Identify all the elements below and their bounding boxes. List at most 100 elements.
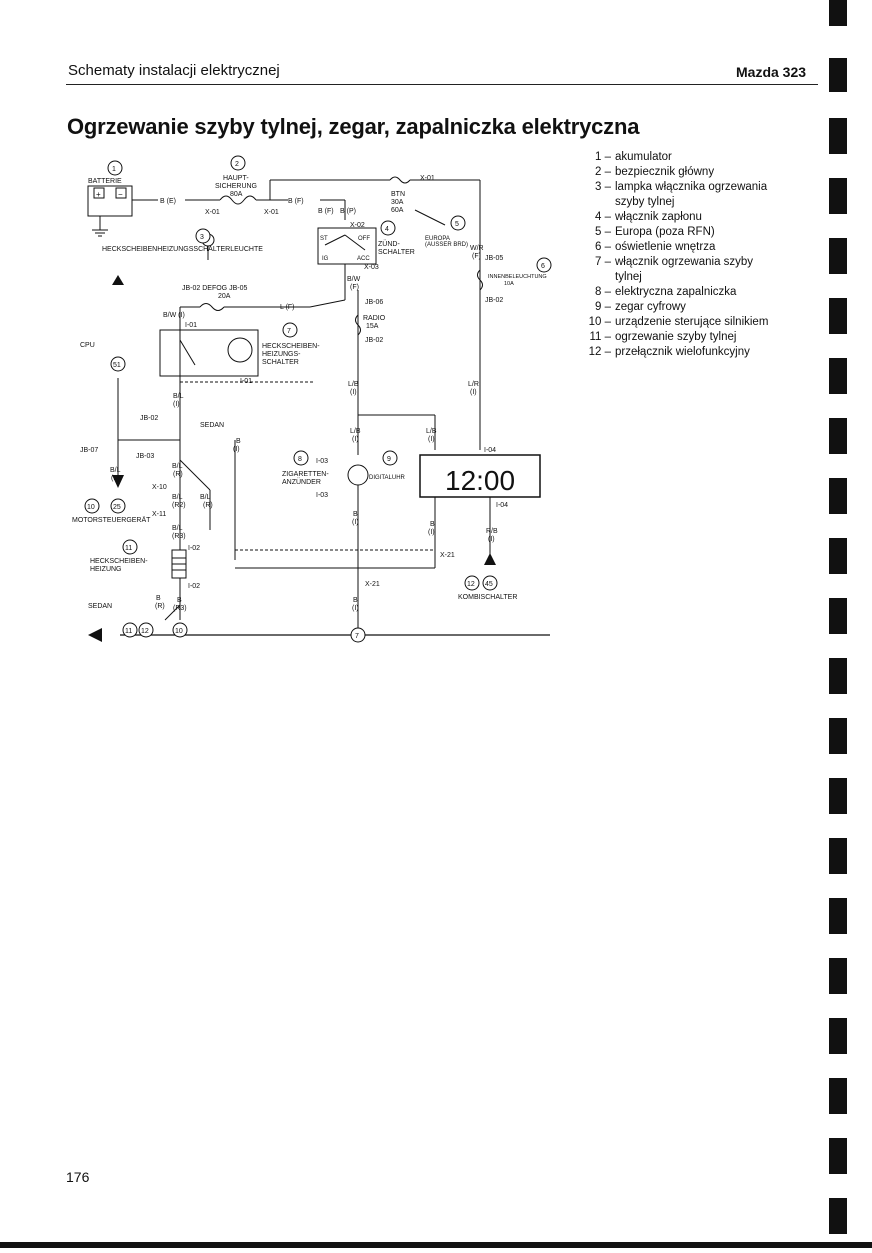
edge-mark <box>829 538 847 574</box>
legend-item: 4 –włącznik zapłonu <box>595 211 702 223</box>
page-title: Ogrzewanie szyby tylnej, zegar, zapalnic… <box>67 114 640 139</box>
label-rb: R/B <box>486 528 498 535</box>
label-bl1-i: (I) <box>173 401 180 408</box>
ignition-switch-box <box>317 227 377 265</box>
legend-item: 5 –Europa (poza RFN) <box>595 226 715 238</box>
legend-item: 2 –bezpiecznik główny <box>595 166 715 178</box>
label-jb06: JB-06 <box>365 299 383 306</box>
label-lb2: L/B <box>350 428 361 435</box>
circle-num-2: 2 <box>235 161 239 168</box>
rear-defog-switch-box <box>159 329 259 377</box>
edge-mark <box>829 1198 847 1234</box>
label-b-r3: B <box>177 597 182 604</box>
legend-item: 6 –oświetlenie wnętrza <box>595 241 716 253</box>
connector-x01a: X-01 <box>205 209 220 216</box>
edge-mark <box>829 1018 847 1054</box>
lighter-symbol <box>347 464 369 486</box>
ground-point-symbol <box>88 628 102 642</box>
label-hs2: HEIZUNGS- <box>262 351 301 358</box>
ground-num-10: 10 <box>175 628 183 635</box>
edge-mark <box>829 658 847 694</box>
label-bl-r3b: (R) <box>203 502 213 509</box>
battery-minus: − <box>118 190 123 199</box>
edge-mark <box>829 898 847 934</box>
edge-mark <box>829 0 847 26</box>
label-bw-i: B/W (I) <box>163 312 185 319</box>
label-jb02c: JB-02 <box>365 337 383 344</box>
ign-st: ST <box>320 236 328 242</box>
label-i04b: I-04 <box>496 502 508 509</box>
label-bl-r3: B/L <box>172 525 183 532</box>
circle-num-5: 5 <box>455 221 459 228</box>
label-b-r3c: (R3) <box>173 605 187 612</box>
label-zig2: ANZÜNDER <box>282 478 321 486</box>
label-hs3: SCHALTER <box>262 359 299 366</box>
edge-mark <box>829 298 847 334</box>
legend-item: 1 –akumulator <box>595 151 672 163</box>
label-30a: 30A <box>391 199 404 206</box>
label-jb03: JB-03 <box>136 453 154 460</box>
edge-mark <box>829 418 847 454</box>
connector-x02: X-02 <box>350 222 365 229</box>
label-b-r: B <box>156 595 161 602</box>
label-batterie: BATTERIE <box>88 178 122 185</box>
legend-item: 3 –lampka włącznika ogrzewania szyby tyl… <box>595 181 768 208</box>
wiring-diagram: 1 2 3 4 5 6 7 8 9 10 11 12 51 25 45 11 1… <box>72 155 552 643</box>
label-bw: B/W <box>347 276 361 283</box>
label-innen1: INNENBELEUCHTUNG <box>488 274 547 280</box>
ground-arrow-45 <box>484 553 496 565</box>
circle-num-25: 25 <box>113 504 121 511</box>
label-b-i3: B <box>353 511 358 518</box>
label-b-i3-i: (I) <box>352 519 359 526</box>
label-cpu: CPU <box>80 342 95 349</box>
label-bl-r3a: B/L <box>200 494 211 501</box>
label-motor: MOTORSTEUERGERÄT <box>72 516 151 524</box>
label-bl-r2: (R) <box>173 471 183 478</box>
circle-num-3: 3 <box>200 234 204 241</box>
label-jb07: JB-07 <box>80 447 98 454</box>
page-number: 176 <box>66 1169 90 1185</box>
ign-off: OFF <box>358 236 370 242</box>
circle-num-9: 9 <box>387 456 391 463</box>
label-sedan: SEDAN <box>200 422 224 429</box>
digital-clock-box <box>419 454 541 498</box>
label-lb3: L/B <box>426 428 437 435</box>
label-lb1: L/B <box>348 381 359 388</box>
circle-num-6: 6 <box>541 263 545 270</box>
label-innen2: 10A <box>504 281 514 287</box>
legend-item: 11 –ogrzewanie szyby tylnej <box>589 331 737 343</box>
label-i02b: I-02 <box>188 583 200 590</box>
connector-x01b: X-01 <box>264 209 279 216</box>
label-kombi: KOMBISCHALTER <box>458 594 517 601</box>
label-i02a: I-02 <box>188 545 200 552</box>
label-jb02r: JB-02 <box>485 297 503 304</box>
label-wire-be: B (E) <box>160 198 176 205</box>
label-lr: L/R <box>468 381 479 388</box>
connector-x10: X-10 <box>152 484 167 491</box>
edge-mark <box>829 1078 847 1114</box>
label-lr-i: (I) <box>470 389 477 396</box>
edge-mark <box>829 838 847 874</box>
ground-num-7: 7 <box>355 633 359 640</box>
label-i01b: I-01 <box>240 378 252 385</box>
ground-num-12: 12 <box>141 628 149 635</box>
label-15a: 15A <box>366 323 379 330</box>
connector-x01c: X-01 <box>420 175 435 182</box>
circle-num-10: 10 <box>87 504 95 511</box>
edge-mark <box>829 118 847 154</box>
battery-plus: + <box>96 190 101 199</box>
edge-mark <box>829 238 847 274</box>
label-lb3-i: (I) <box>428 436 435 443</box>
label-b-r2: (R) <box>155 603 165 610</box>
circle-num-7: 7 <box>287 328 291 335</box>
label-wire-bp: B (P) <box>340 208 356 215</box>
label-i04a: I-04 <box>484 447 496 454</box>
ground-arrow-25 <box>112 475 124 488</box>
legend-item: 12 –przełącznik wielofunkcyjny <box>588 346 750 358</box>
label-wire-bf: B (F) <box>288 198 304 205</box>
label-20a: 20A <box>218 293 231 300</box>
label-europa2: (AUSSER BRD) <box>425 242 468 248</box>
edge-mark <box>829 58 847 92</box>
label-wire-bf2: B (F) <box>318 208 334 215</box>
label-radio: RADIO <box>363 315 386 322</box>
